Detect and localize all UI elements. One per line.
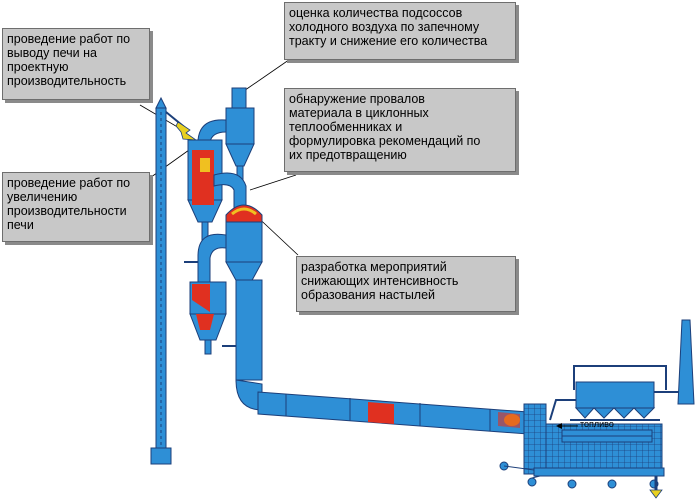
callout-kiln-output: проведение работ по выводу печи на проек… xyxy=(2,28,150,100)
feed-arrow xyxy=(175,121,198,141)
calciner-dome xyxy=(225,204,263,223)
callout-cold-air: оценка количества подсоссов холодного во… xyxy=(284,2,516,60)
clinker-discharge-arrow xyxy=(649,476,663,499)
lower-cyclone-hot xyxy=(192,284,210,312)
kiln-burning-zone xyxy=(368,402,394,424)
bucket-elevator xyxy=(150,96,189,465)
fuel-arrow xyxy=(556,423,578,429)
callout-buildup: разработка мероприятий снижающих интенси… xyxy=(296,256,516,312)
callout-productivity: проведение работ по увеличению производи… xyxy=(2,172,150,242)
cyclone-preheater xyxy=(184,87,263,411)
rotary-kiln xyxy=(257,391,529,435)
exhaust-stack xyxy=(677,319,695,405)
dust-filter xyxy=(549,365,688,421)
callout-cyclone-failures: обнаружение провалов материала в циклонн… xyxy=(284,88,516,172)
fuel-label: топливо xyxy=(580,419,614,429)
clinker-cooler xyxy=(499,403,665,489)
